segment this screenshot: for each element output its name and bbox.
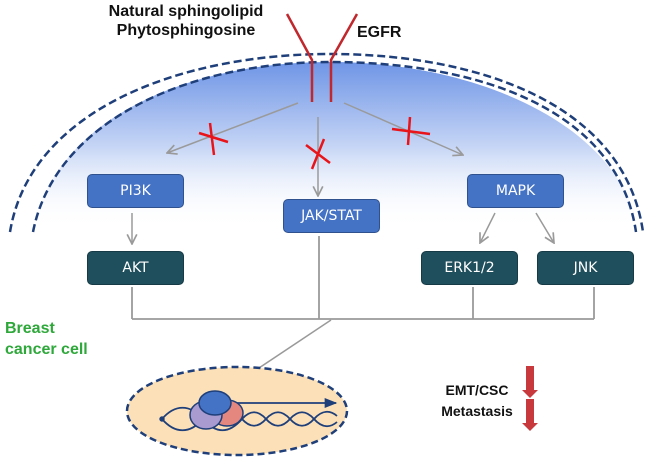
node-mapk: MAPK <box>467 174 564 208</box>
outcome-emt-csc: EMT/CSC <box>445 382 509 398</box>
arrow-to-mapk <box>343 102 463 155</box>
inhibition-cross-pi3k <box>198 122 229 156</box>
cell-label-line2: cancer cell <box>5 341 88 358</box>
compound-title: Natural sphingolipid Phytosphingosine <box>86 2 286 40</box>
cell-label-line1: Breast <box>5 320 55 337</box>
node-jak-stat: JAK/STAT <box>283 199 380 233</box>
node-pi3k: PI3K <box>87 174 184 208</box>
decrease-arrow-icon <box>522 366 538 431</box>
transcription-complex-icon <box>189 390 244 430</box>
inhibition-cross-mapk <box>391 116 431 146</box>
convergence-connector <box>131 236 595 320</box>
cell-membrane-outer <box>8 52 645 233</box>
cell-type-label: Breast cancer cell <box>5 318 88 360</box>
arrow-to-pi3k <box>167 102 299 153</box>
inhibition-cross-jak-stat <box>305 138 331 170</box>
compound-name: Phytosphingosine <box>116 22 256 39</box>
egfr-receptor-icon <box>285 13 359 102</box>
arrow-mapk-to-erk <box>480 212 496 243</box>
compound-class: Natural sphingolipid <box>108 3 264 20</box>
node-akt: AKT <box>87 251 184 285</box>
node-jnk: JNK <box>537 251 634 285</box>
node-erk: ERK1/2 <box>421 251 518 285</box>
arrow-mapk-to-jnk <box>535 212 554 243</box>
outcome-label: EMT/CSC Metastasis <box>432 380 522 422</box>
outcome-metastasis: Metastasis <box>441 403 513 419</box>
cell-membrane-inner <box>31 60 638 233</box>
egfr-label: EGFR <box>357 24 402 41</box>
